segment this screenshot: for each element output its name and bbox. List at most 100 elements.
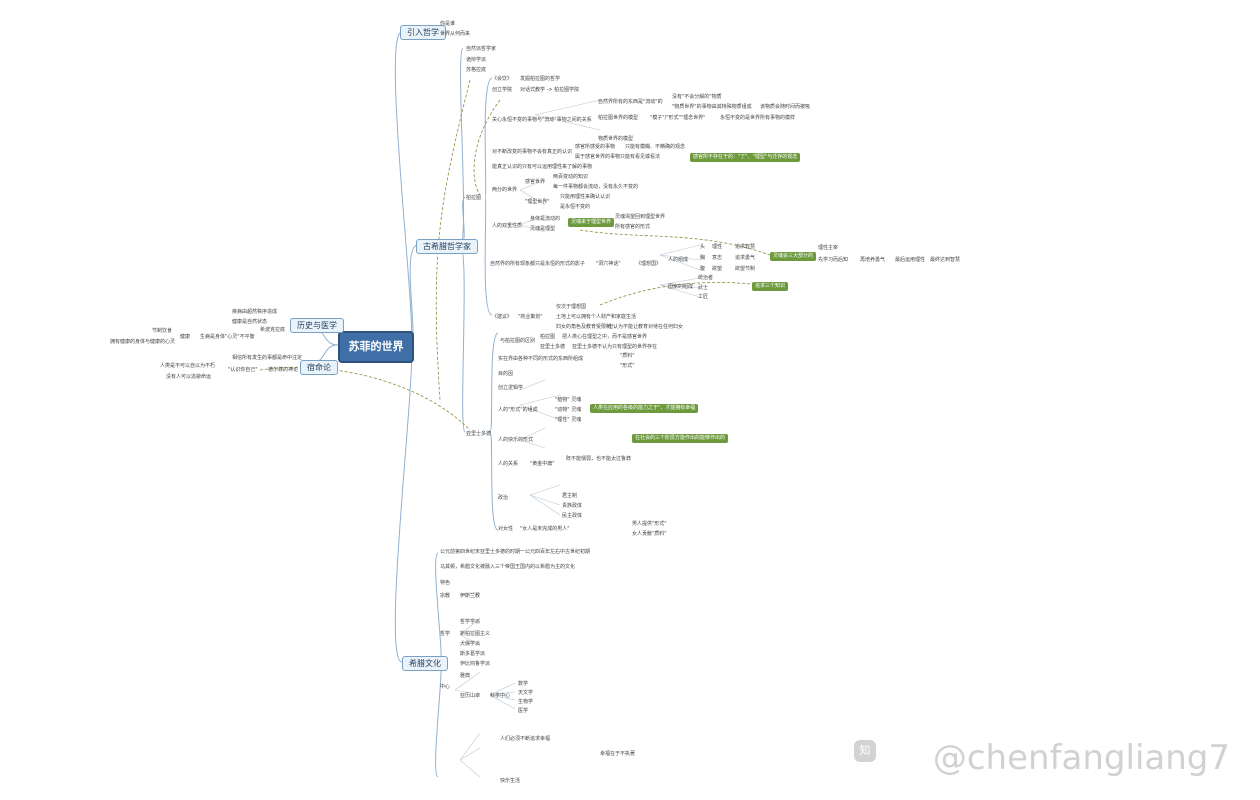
plato-item: 感官世界 xyxy=(525,179,546,185)
branch-greek-culture[interactable]: 希腊文化 xyxy=(402,656,448,671)
culture-item: 新柏拉图主义 xyxy=(460,631,491,637)
intro-item: 世界从何而来 xyxy=(440,31,471,37)
aristotle-item: 君主制 xyxy=(562,493,578,499)
history-item: 拥有健康的身体与健康的心灵 xyxy=(110,339,176,345)
plato-item: 统治者 xyxy=(698,275,714,281)
branch-fate[interactable]: 宿命论 xyxy=(300,360,338,375)
culture-item: 亚历山卓 xyxy=(460,693,481,699)
plato-item: 身体是流动的 xyxy=(530,216,561,222)
watermark: @chenfangliang7 xyxy=(933,738,1230,778)
aristotle-item: "商业策划" xyxy=(518,314,543,320)
culture-item: 快乐生活 xyxy=(500,778,521,784)
culture-item: 伊斯兰教 xyxy=(460,593,481,599)
culture-item: 公元前第四世纪末亚里士多德的时期一公元四百年左右中古世纪初期 xyxy=(440,549,591,555)
green-note: 追求三个知识 xyxy=(752,282,789,291)
plato-item: 武士 xyxy=(698,285,709,291)
aristotle-item: 但认为不能让教育对待在任何妇女 xyxy=(608,324,684,330)
plato-item: 灵魂渴望回到理型世界 xyxy=(615,214,666,220)
aristotle-item: "质料" xyxy=(620,353,635,359)
culture-item: 天文学 xyxy=(518,690,534,696)
culture-item: 特色 xyxy=(440,580,451,586)
aristotle-item: 柏拉图 xyxy=(540,334,556,340)
plato-item: 人的双重性质 xyxy=(492,223,523,229)
aristotle-item: "黄金中庸" xyxy=(530,461,555,467)
plato-item: 欲望节制 xyxy=(735,266,756,272)
plato-item: 自然界的所有现象都只是永恒的形式的影子 xyxy=(490,261,586,267)
fate-item: 人类是不可以自以为不朽 xyxy=(160,363,216,369)
plato-item: 柏拉图世界的模型 xyxy=(598,115,639,121)
plato-item: 理性 xyxy=(712,244,723,250)
plato-item: 胸 xyxy=(700,255,706,261)
nature-philosophers[interactable]: 自然派哲学家 xyxy=(466,46,497,52)
plato-item: 《理想国》 xyxy=(636,261,662,267)
plato-item: 工匠 xyxy=(698,294,709,300)
aristotle-item: 亚里士多德 xyxy=(540,344,566,350)
aristotle-item: "女人是未完成的男人" xyxy=(520,526,570,532)
aristotle-item: 创立逻辑学 xyxy=(498,385,524,391)
zhihu-logo-icon: 知 xyxy=(854,740,876,762)
plato-item: 感官所感受的事物 xyxy=(575,144,616,150)
plato-item: 再培养勇气 xyxy=(860,257,886,263)
plato-item: 国家的组成 xyxy=(668,284,694,290)
aristotle-item: "理性" 灵魂 xyxy=(555,417,582,423)
plato-item: 人的组成 xyxy=(668,257,689,263)
plato-item: 能真正认识的只有可以运用理性来了解的事物 xyxy=(492,164,593,170)
plato-item: 只能用理性来确认认识 xyxy=(560,194,611,200)
intro-item: 你是谁 xyxy=(440,21,456,27)
plato-item: 自然界所有的东西是"流动"的 xyxy=(598,99,663,105)
plato-item: 永恒不变的是世界所有事物的模样 xyxy=(720,115,796,121)
aristotle-item: "形式" xyxy=(620,363,635,369)
aristotle[interactable]: 亚里士多德 xyxy=(466,431,492,437)
plato-item: 只能有模糊、不精确的观念 xyxy=(625,144,686,150)
aristotle-item: "动物" 灵魂 xyxy=(555,407,582,413)
fate-item: 没有人可以逃避命运 xyxy=(166,374,212,380)
branch-intro-philosophy[interactable]: 引入哲学 xyxy=(400,25,446,40)
fate-item: 德尔菲的神论 xyxy=(268,367,299,373)
plato-item: "洞穴神话" xyxy=(596,261,621,267)
plato-item: 腹 xyxy=(700,266,706,272)
plato-item: 发掘柏拉图的哲学 xyxy=(520,76,561,82)
aristotle-item: 亚里士多德不认为只有理型的世界存在 xyxy=(572,344,658,350)
culture-item: 生物学 xyxy=(518,699,534,705)
history-item: 健康 xyxy=(180,334,191,340)
history-item: 希波克拉底 xyxy=(260,327,286,333)
plato[interactable]: 柏拉图 xyxy=(466,195,482,201)
aristotle-item: 女人贡献"质料" xyxy=(632,531,667,537)
plato-item: 所有感官的形式 xyxy=(615,224,651,230)
aristotle-item: 《建议》 xyxy=(492,314,513,320)
plato-item: 没有"不会分解的"物质 xyxy=(672,94,722,100)
socrates[interactable]: 苏格拉底 xyxy=(466,67,487,73)
culture-item: 科学中心 xyxy=(490,693,511,699)
culture-item: 斯多葛学派 xyxy=(460,651,486,657)
aristotle-item: 贵族政体 xyxy=(562,503,583,509)
aristotle-item: 土地上可以拥有个人财产和家庭生活 xyxy=(556,314,637,320)
aristotle-item: 把人类心在理型之中，而不是感官世界 xyxy=(562,334,648,340)
branch-greek-philosophers[interactable]: 古希腊哲学家 xyxy=(416,239,478,254)
culture-item: 医学 xyxy=(518,708,529,714)
culture-item: 人们必须不断追求幸福 xyxy=(500,736,551,742)
aristotle-item: 妇女的角色及教育受限制 xyxy=(556,324,612,330)
aristotle-item: 男人提供"形式" xyxy=(632,521,667,527)
culture-item: 哲学 xyxy=(440,631,451,637)
aristotle-item: 实在界由各种不同的形式的东西所组成 xyxy=(498,356,584,362)
green-note: 感官所不存在于的："了"、"理型"与迁存的观念 xyxy=(690,153,801,162)
culture-item: 幸福在于不执著 xyxy=(600,751,636,757)
culture-item: 雅典 xyxy=(460,673,471,679)
plato-item: 意志 xyxy=(712,255,723,261)
center-topic[interactable]: 苏菲的世界 xyxy=(338,331,414,363)
watermark-handle: @chenfangliang7 xyxy=(932,738,1230,778)
plato-item: "理型世界" xyxy=(525,199,550,205)
branch-history-medicine[interactable]: 历史与医学 xyxy=(290,318,344,333)
plato-item: 两百变动的知识 xyxy=(553,174,589,180)
aristotle-item: 人的快乐的形式 xyxy=(498,437,534,443)
fate-item: 相信所有发生的事都是命中注定 xyxy=(232,355,303,361)
sophist-school[interactable]: 诡辩学派 xyxy=(466,57,487,63)
plato-item: 先学习而后知 xyxy=(818,257,849,263)
plato-item: 理性主宰 xyxy=(818,245,839,251)
plato-item: 《会饮》 xyxy=(492,76,513,82)
plato-item: 每一件事物都会流动，没有永久不变的 xyxy=(553,184,639,190)
plato-item: 两分的世界 xyxy=(492,187,518,193)
plato-item: 物质世界的模型 xyxy=(598,136,634,142)
history-item: 疾病由超然秩序造成 xyxy=(232,309,278,315)
